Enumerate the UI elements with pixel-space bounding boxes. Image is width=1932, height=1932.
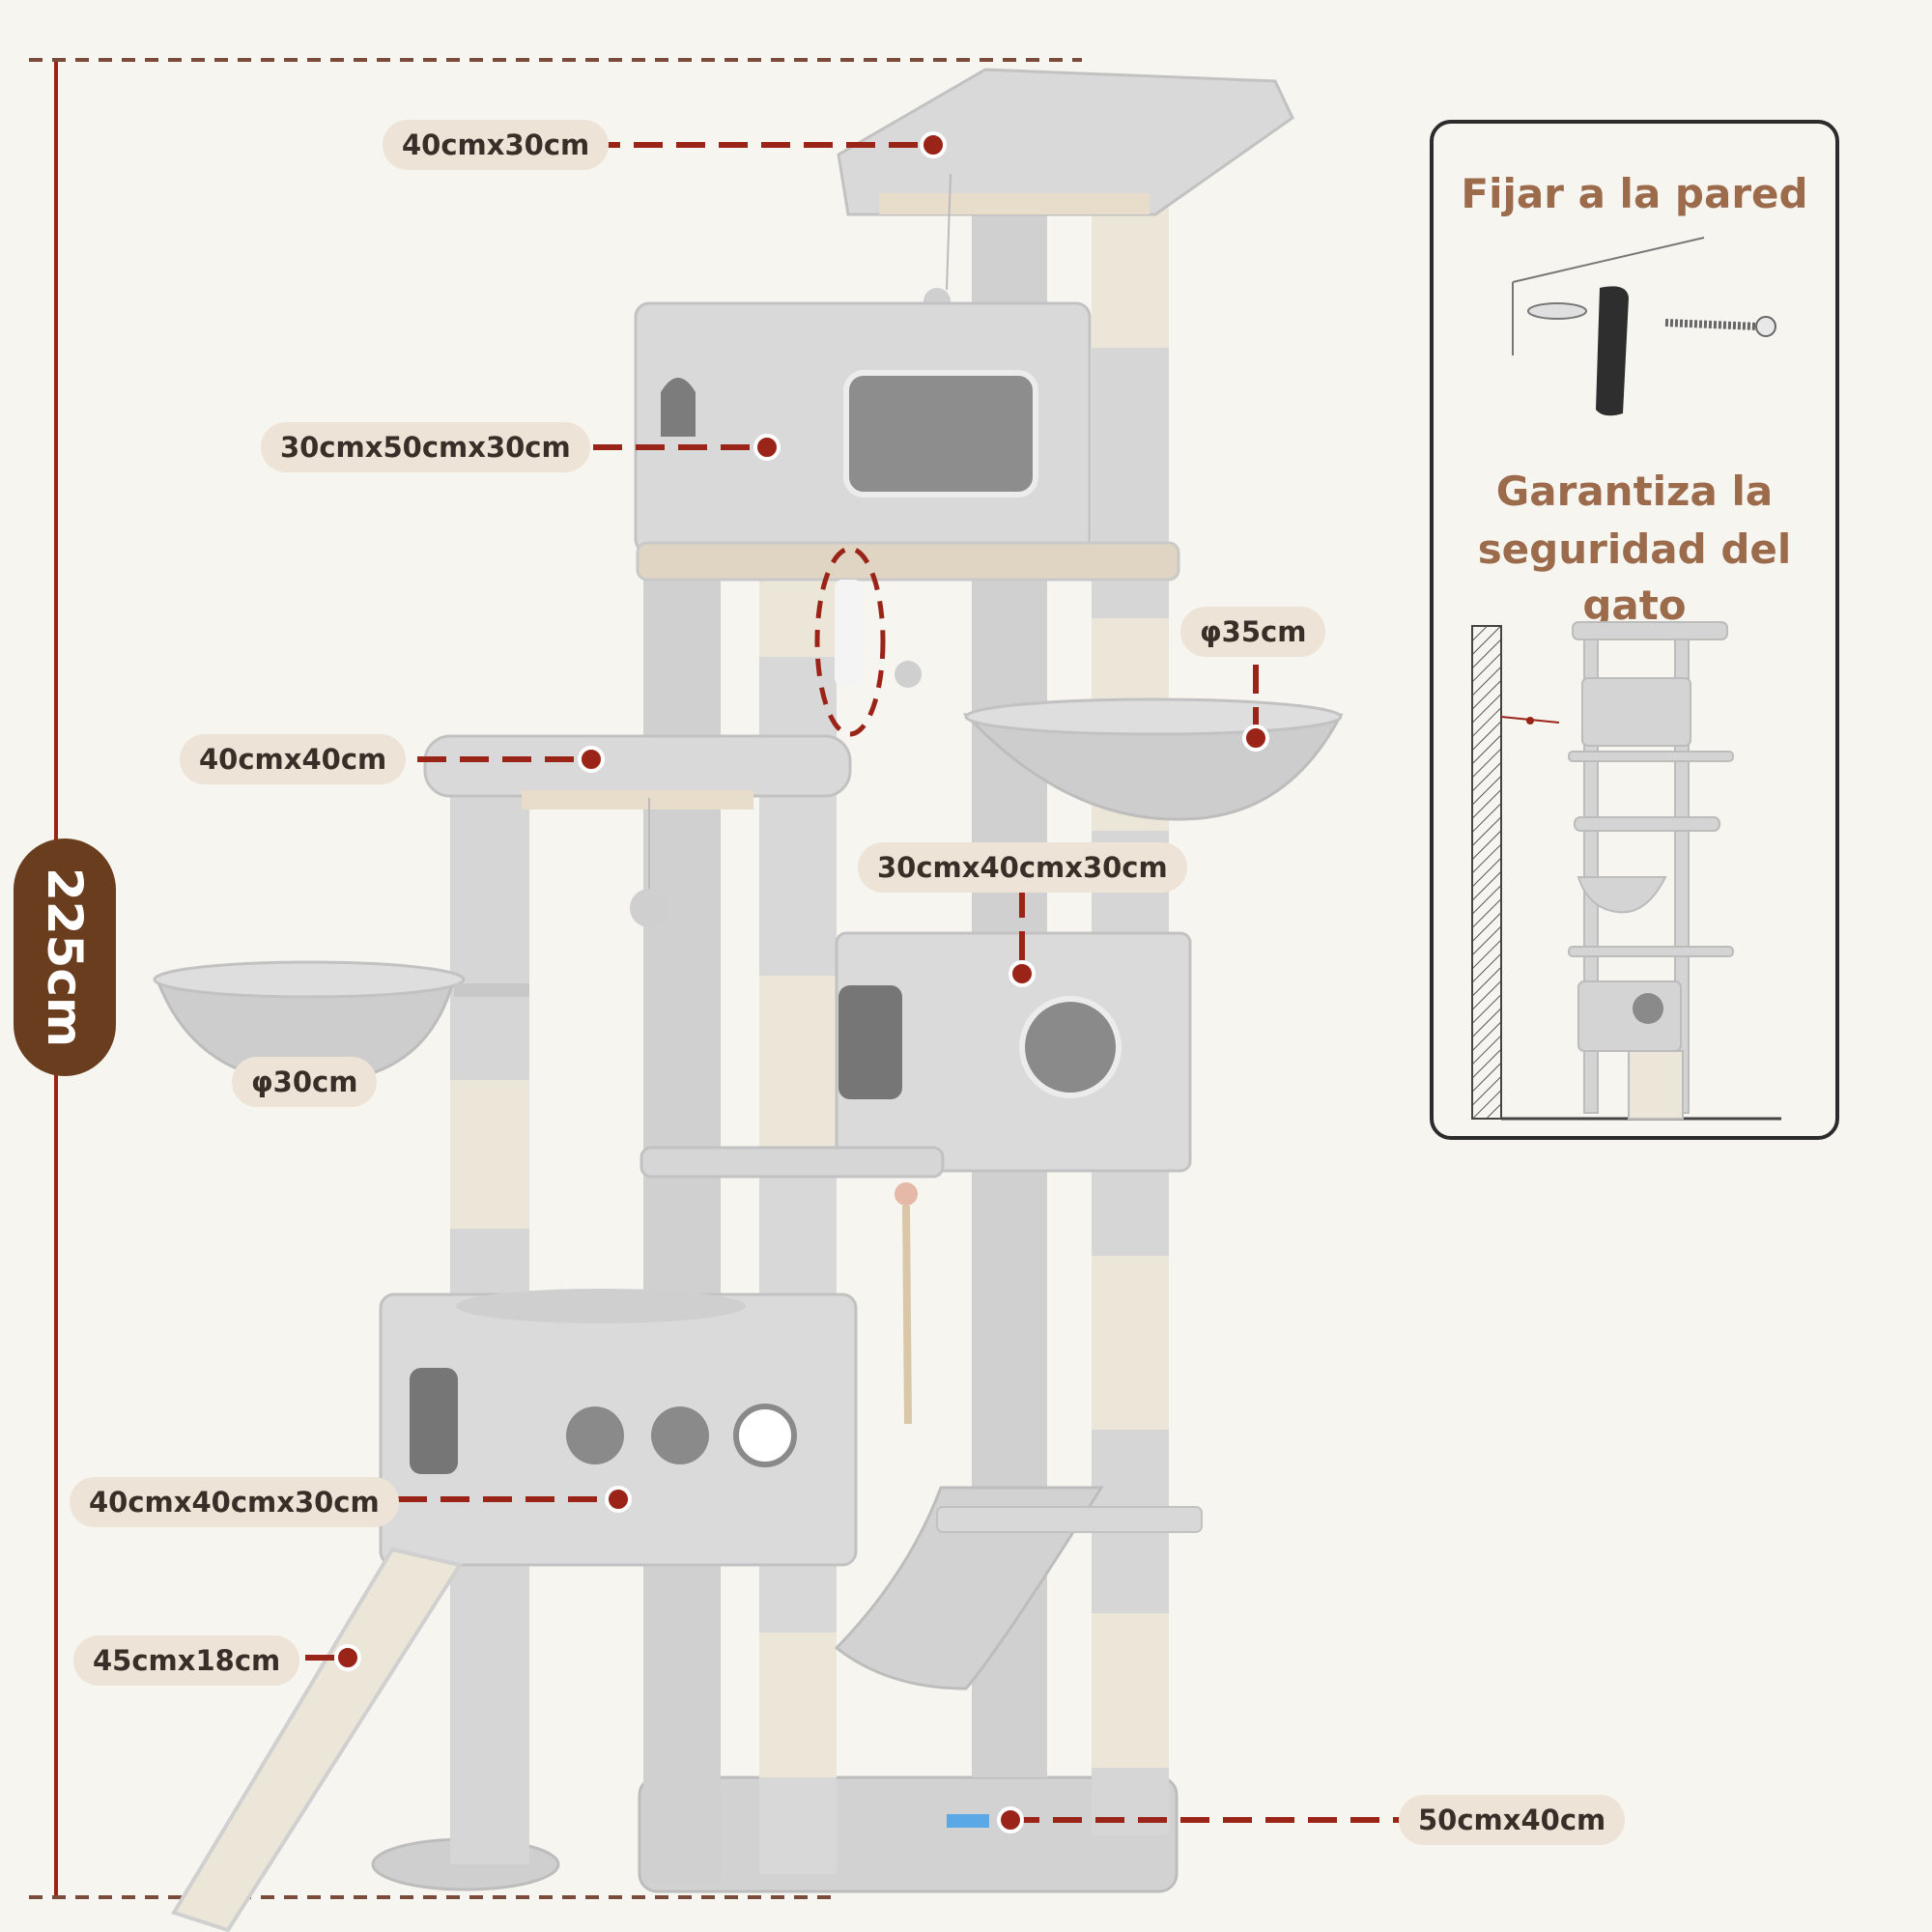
wall-strap-icon (1596, 286, 1629, 416)
wall-anchor-illustration (1512, 237, 1776, 416)
label-upper-condo: 30cmx50cmx30cm (261, 422, 590, 472)
label-middle-condo: 30cmx40cmx30cm (858, 842, 1187, 893)
wall-mounted-tree-illustration (1471, 621, 1781, 1121)
label-lower-condo: 40cmx40cmx30cm (70, 1477, 399, 1527)
height-badge: 225cm (14, 838, 116, 1076)
label-middle-platform: 40cmx40cm (180, 734, 407, 784)
screw-icon (1664, 316, 1776, 337)
hammock (834, 1486, 1104, 1690)
safety-line-2: seguridad del gato (1477, 526, 1792, 629)
label-right-basket: φ35cm (1180, 607, 1326, 657)
top-platform (837, 68, 1294, 216)
label-base: 50cmx40cm (1399, 1795, 1626, 1845)
label-ramp: 45cmx18cm (73, 1635, 300, 1686)
cat-tree (153, 68, 1344, 1932)
middle-platform (423, 734, 852, 798)
height-label: 225cm (37, 867, 93, 1048)
leader-dots (334, 131, 1269, 1833)
wall-mount-title: Fijar a la pared (1461, 170, 1808, 217)
safety-line-1: Garantiza la (1495, 468, 1774, 515)
label-left-basket: φ30cm (232, 1057, 378, 1107)
leader-lines (263, 142, 1403, 1823)
wall (1471, 625, 1502, 1120)
label-top-platform: 40cmx30cm (383, 120, 610, 170)
wall-plug-icon (1527, 302, 1587, 320)
ramp (170, 1547, 464, 1932)
middle-condo (835, 931, 1192, 1173)
wall-mount-panel: Fijar a la pared Garantiza la seguridad … (1430, 120, 1839, 1140)
